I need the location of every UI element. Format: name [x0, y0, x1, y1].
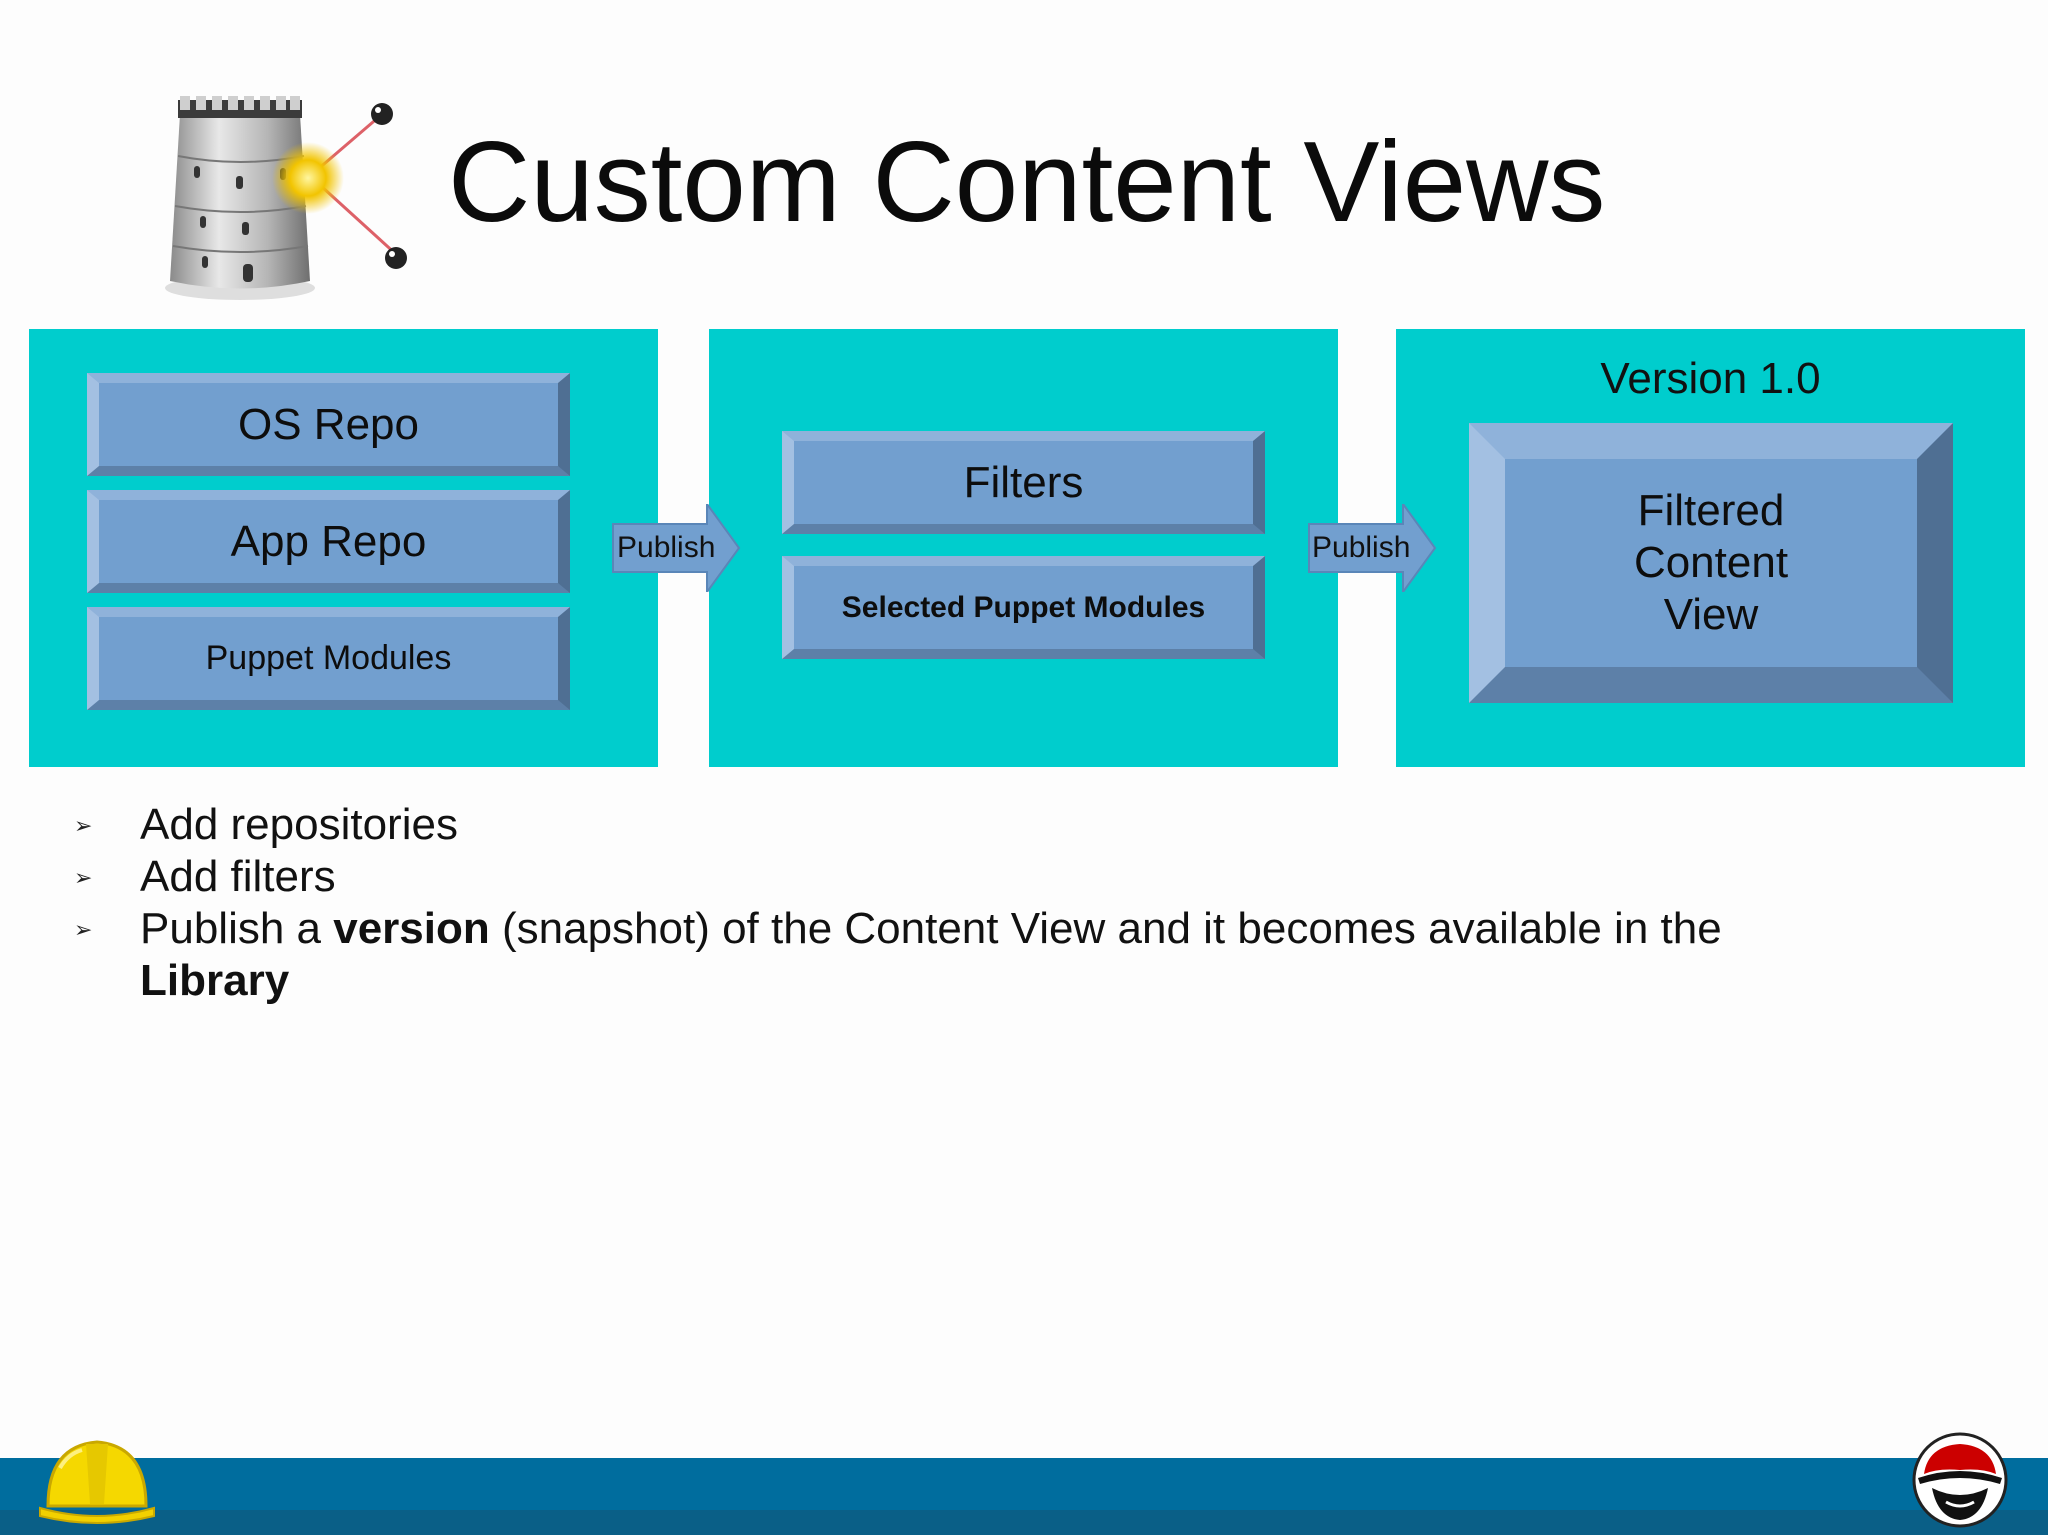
hard-hat-icon: [38, 1428, 156, 1528]
filters-panel: [709, 329, 1338, 767]
app-repo-box: App Repo: [87, 490, 570, 593]
red-hat-logo-icon: [1912, 1432, 2008, 1528]
bullet-arrow-icon: ➢: [74, 917, 93, 942]
bullet-item: Add repositories: [140, 800, 458, 849]
filtered-content-view-label: Filtered Content View: [1634, 485, 1788, 641]
filtered-content-view-line: View: [1663, 590, 1759, 639]
publish-arrow-icon: [1307, 500, 1437, 596]
footer-stripe: [0, 1510, 2048, 1535]
publish-arrow-icon: [611, 500, 741, 596]
bullet-arrow-icon: ➢: [74, 813, 93, 838]
selected-puppet-modules-box: Selected Puppet Modules: [782, 556, 1265, 659]
bullet-arrow-icon: ➢: [74, 865, 93, 890]
filters-box: Filters: [782, 431, 1265, 534]
bullet-text-part: (snapshot) of the Content View and it be…: [489, 904, 1722, 953]
bullet-bold-text: version: [333, 904, 490, 953]
castle-tower-icon: [160, 96, 420, 306]
puppet-modules-box: Puppet Modules: [87, 607, 570, 710]
bullet-bold-text: Library: [140, 956, 290, 1005]
bullet-item: Publish a version (snapshot) of the Cont…: [140, 903, 1920, 1007]
os-repo-box: OS Repo: [87, 373, 570, 476]
publish-label: Publish: [617, 531, 716, 564]
page-title: Custom Content Views: [448, 119, 1606, 246]
bullet-text-part: Publish a: [140, 904, 334, 953]
bullet-item: Add filters: [140, 852, 336, 901]
publish-label: Publish: [1312, 531, 1411, 564]
filtered-content-view-line: Content: [1633, 538, 1789, 587]
filtered-content-view-line: Filtered: [1637, 486, 1785, 535]
filtered-content-view-box: Filtered Content View: [1469, 423, 1953, 703]
version-label: Version 1.0: [1600, 354, 1821, 403]
